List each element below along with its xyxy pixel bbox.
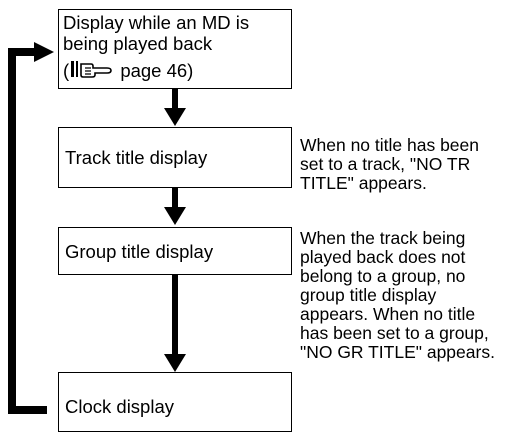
box-track-label: Track title display bbox=[65, 147, 208, 168]
box-playback-line1: Display while an MD is bbox=[63, 12, 250, 33]
note-track-line: When no title has been bbox=[300, 135, 480, 155]
reference-page: page 46) bbox=[120, 60, 194, 81]
note-group-line: group title display bbox=[300, 285, 437, 305]
box-playback-display: Display while an MD is being played back… bbox=[58, 9, 292, 89]
note-group-line: appears. When no title bbox=[300, 304, 476, 324]
note-group-line: "NO GR TITLE" appears. bbox=[300, 342, 495, 362]
box-clock-display: Clock display bbox=[58, 372, 292, 432]
note-group-line: played back does not bbox=[300, 247, 466, 267]
arrow-down-1 bbox=[164, 88, 186, 126]
box-group-title-display: Group title display bbox=[58, 227, 292, 275]
arrow-down-3 bbox=[164, 274, 186, 372]
hand-pointer-icon bbox=[69, 59, 115, 83]
box-clock-label: Clock display bbox=[65, 396, 174, 417]
page-reference: ( page 46) bbox=[63, 59, 193, 83]
box-track-title-display: Track title display bbox=[58, 127, 292, 188]
reference-open-paren: ( bbox=[63, 60, 70, 81]
note-group-line: belong to a group, no bbox=[300, 266, 466, 286]
box-group-label: Group title display bbox=[65, 241, 214, 262]
loop-back-arrow bbox=[8, 42, 54, 414]
note-track-line: TITLE" appears. bbox=[300, 173, 427, 193]
note-group-line: has been set to a group, bbox=[300, 323, 489, 343]
note-group-line: When the track being bbox=[300, 228, 466, 248]
box-playback-line2: being played back bbox=[63, 33, 213, 54]
note-track-line: set to a track, "NO TR bbox=[300, 154, 471, 174]
arrow-down-2 bbox=[164, 188, 186, 225]
